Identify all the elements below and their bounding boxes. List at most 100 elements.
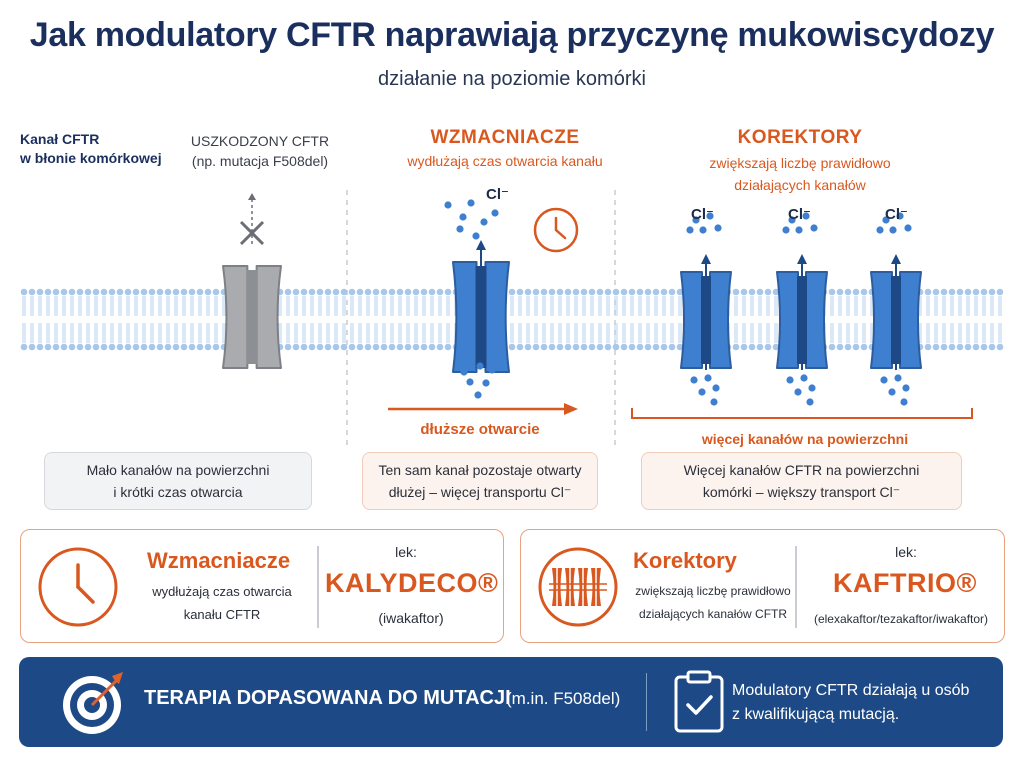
card-divider	[795, 546, 797, 628]
chloride-ion	[444, 201, 452, 209]
lipid-head	[356, 288, 364, 296]
lipid-head	[948, 288, 956, 296]
lipid-head	[380, 343, 388, 351]
lipid-head	[772, 343, 780, 351]
lipid-head	[60, 343, 68, 351]
lipid-head	[540, 288, 548, 296]
lipid-head	[668, 343, 676, 351]
lipid-head	[844, 288, 852, 296]
chloride-ion	[480, 218, 488, 226]
lipid-head	[860, 288, 868, 296]
chloride-label: Cl⁻	[885, 206, 908, 223]
lipid-head	[388, 288, 396, 296]
lipid-head	[428, 288, 436, 296]
banner-subtitle: (m.in. F508del)	[506, 689, 621, 708]
lipid-head	[540, 343, 548, 351]
channel-subunit	[680, 271, 703, 369]
more-channels-bracket	[631, 408, 973, 419]
damaged-info-text: Mało kanałów na powierzchni i krótki cza…	[86, 462, 270, 500]
lipid-head	[436, 343, 444, 351]
chloride-ion	[902, 384, 910, 392]
lipid-head	[948, 343, 956, 351]
chloride-ion	[488, 366, 496, 374]
lipid-head	[52, 343, 60, 351]
lipid-head	[372, 343, 380, 351]
clipboard-check-icon	[674, 670, 724, 733]
chloride-ion	[482, 379, 490, 387]
lipid-head	[580, 343, 588, 351]
lipid-head	[612, 343, 620, 351]
kaftrio-drug-name: KAFTRIO®	[833, 568, 977, 598]
lipid-head	[620, 288, 628, 296]
damaged-cftr-title: USZKODZONY CFTR	[190, 133, 330, 149]
chloride-ion	[690, 376, 698, 384]
lipid-head	[444, 343, 452, 351]
lipid-head	[420, 343, 428, 351]
lipid-head	[84, 288, 92, 296]
lipid-head	[396, 343, 404, 351]
lipid-head	[836, 288, 844, 296]
lipid-head	[76, 288, 84, 296]
chloride-label: Cl⁻	[486, 186, 509, 203]
lipid-head	[212, 343, 220, 351]
mini-channel	[591, 568, 601, 606]
lipid-head	[612, 288, 620, 296]
lipid-head	[428, 343, 436, 351]
lipid-head	[92, 343, 100, 351]
flow-arrow-head	[701, 254, 711, 264]
chloride-ion	[888, 388, 896, 396]
chloride-ion	[880, 376, 888, 384]
banner-title: TERAPIA DOPASOWANA DO MUTACJI	[144, 687, 511, 709]
potentiators-description: wydłużają czas otwarcia kanału	[407, 153, 603, 169]
damaged-cftr-subtitle: (np. mutacja F508del)	[191, 153, 329, 169]
lipid-head	[404, 343, 412, 351]
lipid-head	[124, 288, 132, 296]
chloride-ion	[894, 374, 902, 382]
lipid-head	[940, 343, 948, 351]
lipid-head	[292, 288, 300, 296]
lipid-head	[364, 288, 372, 296]
chloride-ion	[712, 384, 720, 392]
chloride-ion	[794, 388, 802, 396]
lipid-head	[764, 288, 772, 296]
chloride-ion	[808, 384, 816, 392]
chloride-ion	[460, 368, 468, 376]
lipid-head	[676, 288, 684, 296]
correctors-info-box: Więcej kanałów CFTR na powierzchni komór…	[641, 452, 962, 510]
lipid-head	[156, 343, 164, 351]
more-channels-label: więcej kanałów na powierzchni	[701, 431, 909, 447]
lipid-head	[108, 343, 116, 351]
lipid-head	[380, 288, 388, 296]
kalydeco-generic-name: (iwakaftor)	[378, 610, 444, 626]
lipid-head	[852, 288, 860, 296]
lipid-head	[100, 288, 108, 296]
chloride-ion	[456, 225, 464, 233]
lipid-head	[564, 343, 572, 351]
lipid-head	[284, 288, 292, 296]
chloride-ion	[459, 213, 467, 221]
lipid-bilayer	[20, 288, 1004, 351]
lipid-head	[852, 343, 860, 351]
chloride-ion	[710, 398, 718, 406]
chloride-ion	[876, 226, 884, 234]
lipid-head	[844, 343, 852, 351]
lipid-head	[156, 288, 164, 296]
lipid-head	[132, 288, 140, 296]
lipid-head	[756, 343, 764, 351]
lipid-head	[556, 343, 564, 351]
mini-channel	[552, 568, 562, 606]
chloride-label: Cl⁻	[691, 206, 714, 223]
chloride-ion	[786, 376, 794, 384]
lipid-head	[412, 288, 420, 296]
chloride-ion	[788, 216, 796, 224]
lipid-head	[524, 288, 532, 296]
lipid-head	[308, 288, 316, 296]
lipid-head	[36, 288, 44, 296]
chloride-ion	[472, 232, 480, 240]
chloride-ion	[896, 212, 904, 220]
lipid-head	[660, 343, 668, 351]
lipid-head	[76, 343, 84, 351]
lipid-head	[596, 343, 604, 351]
damaged-cftr-channel	[222, 265, 282, 369]
chloride-ion	[704, 374, 712, 382]
